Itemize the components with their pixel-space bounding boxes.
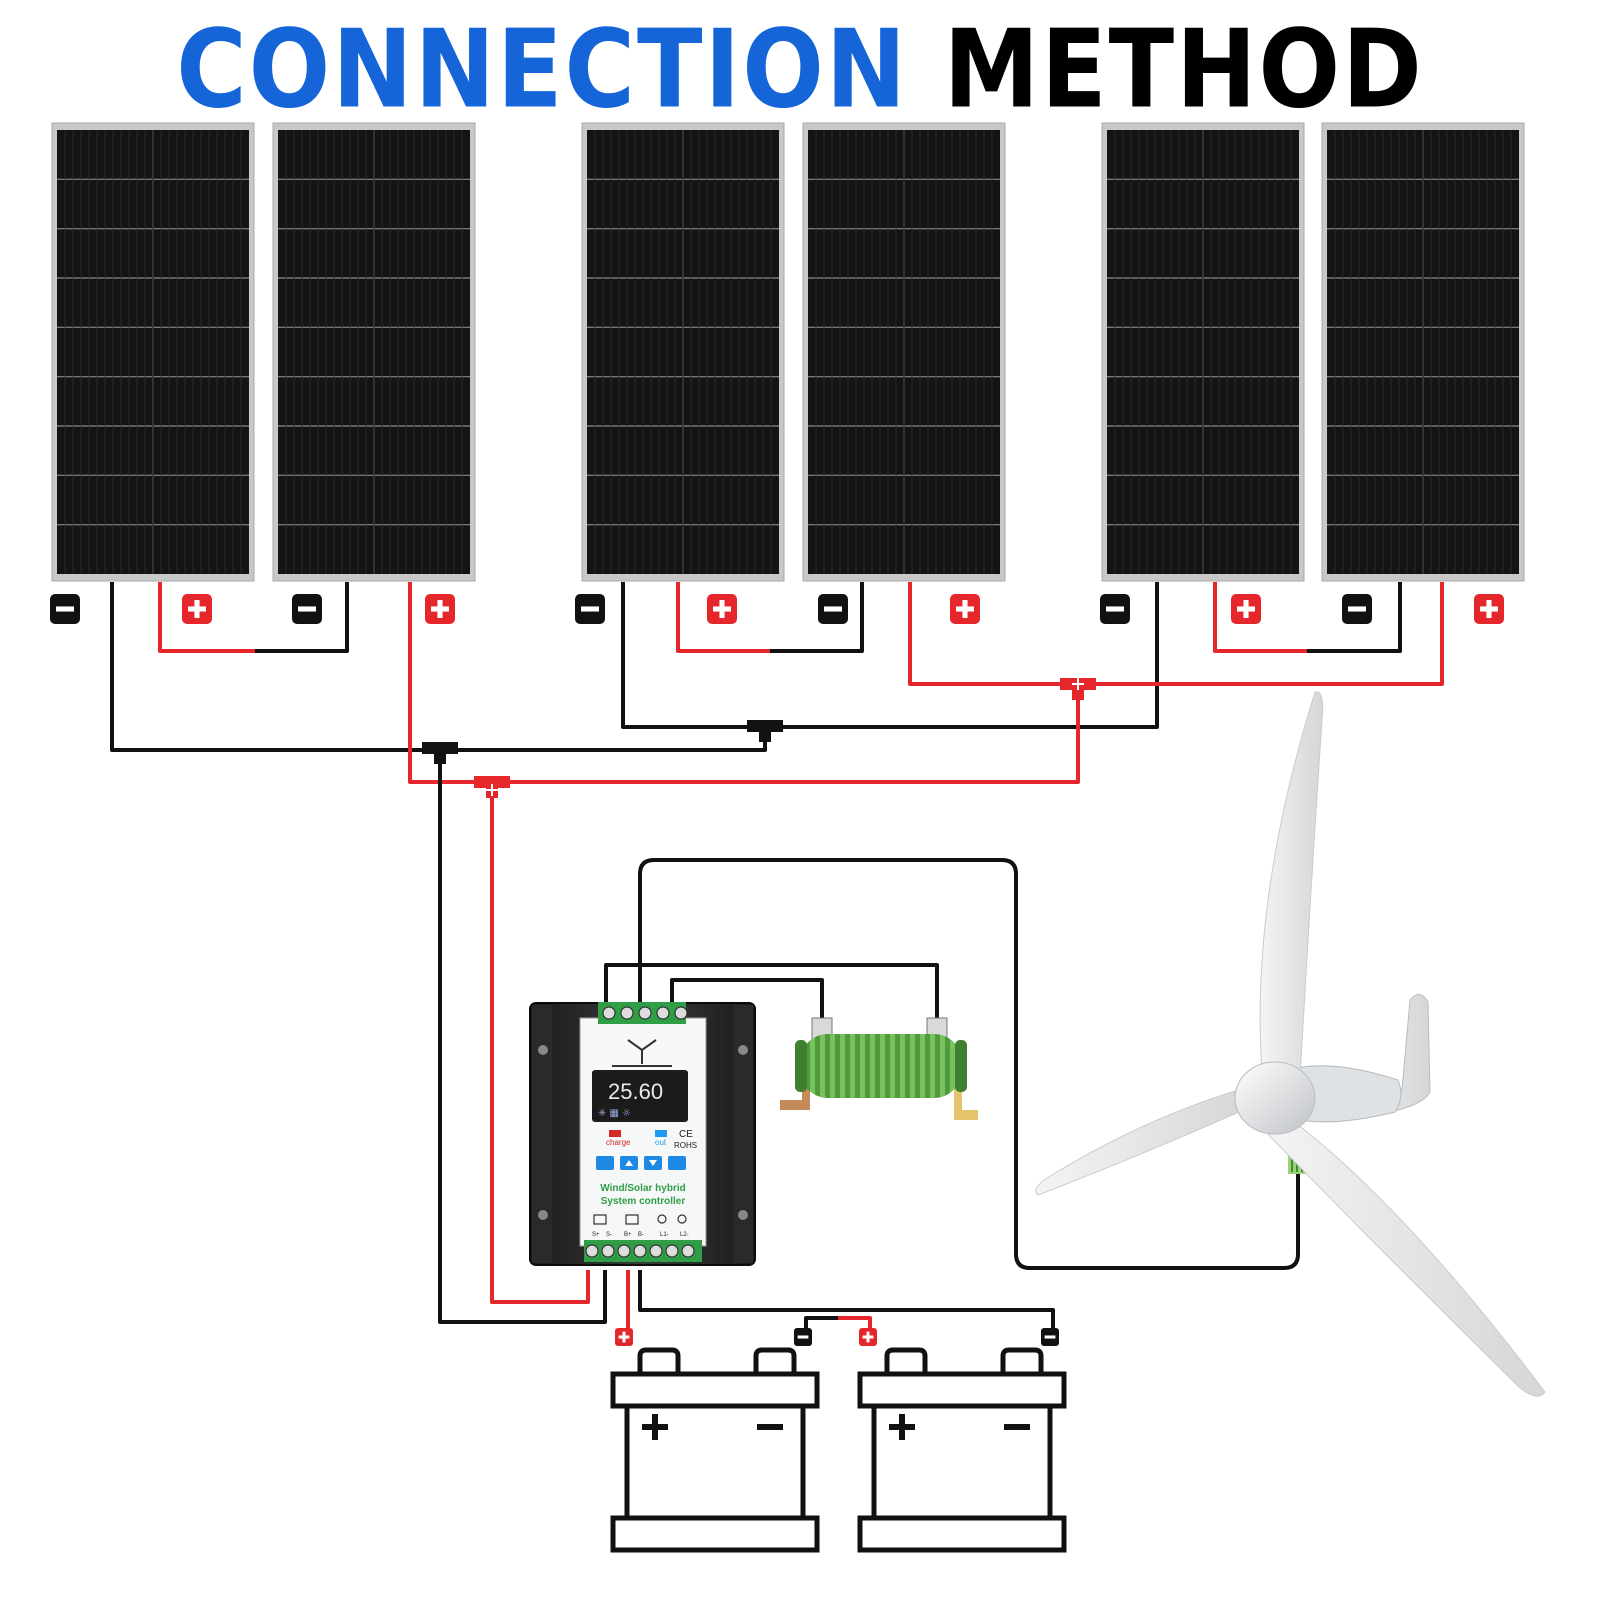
plus-badge-icon bbox=[859, 1328, 877, 1346]
controller-terminal-icons bbox=[593, 1214, 687, 1225]
t-branch-connector-icon bbox=[1060, 678, 1096, 700]
rohs-mark: ROHS bbox=[674, 1141, 697, 1150]
minus-badge-icon bbox=[292, 594, 322, 624]
wire-turbine-loop bbox=[638, 858, 1300, 1270]
wire-neg-pair1 bbox=[110, 582, 440, 752]
solar-panel-icon bbox=[272, 122, 476, 582]
indicator-out-label: out bbox=[655, 1138, 667, 1147]
wire-pair2-series-red bbox=[676, 582, 770, 653]
title-method: METHOD bbox=[943, 6, 1424, 133]
svg-text:✳ ▦ ☼: ✳ ▦ ☼ bbox=[598, 1108, 631, 1119]
wire-pair2-series-black bbox=[770, 582, 864, 653]
wire-neg-pair2 bbox=[621, 582, 1159, 729]
wire-pos-pair1 bbox=[408, 582, 1080, 784]
controller-terminal-label: S- bbox=[606, 1232, 612, 1238]
hybrid-controller: 25.60 ✳ ▦ ☼ charge out CE ROHS Wind/Sola… bbox=[529, 1002, 756, 1266]
controller-name-line2: System controller bbox=[601, 1196, 686, 1207]
controller-button-esc[interactable] bbox=[668, 1156, 686, 1170]
wire-turbine-phase bbox=[604, 963, 939, 1020]
wire-pair1-series-red bbox=[158, 582, 255, 653]
wire-pair3-series-red bbox=[1213, 582, 1307, 653]
minus-badge-icon bbox=[1342, 594, 1372, 624]
solar-panel-icon bbox=[1321, 122, 1525, 582]
controller-display-value: 25.60 bbox=[608, 1079, 663, 1104]
controller-terminal-label: S+ bbox=[592, 1232, 600, 1238]
wire-dumpload bbox=[670, 978, 824, 1020]
minus-badge-icon bbox=[1100, 594, 1130, 624]
solar-panel-icon bbox=[581, 122, 785, 582]
wire-controller-to-battery2-neg bbox=[638, 1270, 1055, 1336]
wire-pos-pair3 bbox=[908, 582, 1444, 686]
plus-badge-icon bbox=[1474, 594, 1504, 624]
minus-badge-icon bbox=[50, 594, 80, 624]
controller-buttons bbox=[596, 1156, 686, 1170]
controller-name-line1: Wind/Solar hybrid bbox=[600, 1183, 685, 1194]
plus-badge-icon bbox=[950, 594, 980, 624]
minus-badge-icon bbox=[818, 594, 848, 624]
solar-panel-icon bbox=[802, 122, 1006, 582]
plus-badge-icon bbox=[707, 594, 737, 624]
branch-connectors bbox=[422, 678, 1096, 798]
controller-button-enter[interactable] bbox=[596, 1156, 614, 1170]
wiring bbox=[110, 582, 1444, 1336]
wire-pair3-series-black bbox=[1307, 582, 1402, 653]
plus-badge-icon bbox=[1231, 594, 1261, 624]
battery-icon bbox=[857, 1347, 1067, 1553]
controller-terminal-label: B- bbox=[638, 1232, 644, 1238]
page-title: CONNECTION METHOD bbox=[0, 8, 1600, 131]
minus-badge-icon bbox=[794, 1328, 812, 1346]
controller-terminal-label: B+ bbox=[624, 1232, 632, 1238]
indicator-charge-label: charge bbox=[606, 1138, 631, 1147]
wire-pair1-series-black bbox=[255, 582, 349, 653]
wind-turbine-icon bbox=[1035, 691, 1546, 1397]
ce-mark: CE bbox=[679, 1129, 693, 1140]
controller-terminal-label: L2- bbox=[680, 1232, 689, 1238]
solar-panel-array bbox=[51, 122, 1525, 582]
dump-load-resistor-icon bbox=[780, 1017, 978, 1120]
battery-icon bbox=[610, 1347, 820, 1553]
t-branch-connector-icon bbox=[747, 720, 783, 742]
wind-turbine-symbol-icon bbox=[612, 1039, 672, 1067]
controller-terminal-labels: S+ S- B+ B- L1- L2- bbox=[592, 1232, 689, 1238]
t-branch-connector-icon bbox=[474, 776, 510, 798]
solar-panel-icon bbox=[1101, 122, 1305, 582]
wire-neg-pair1-to-branch2 bbox=[440, 727, 767, 752]
plus-badge-icon bbox=[615, 1328, 633, 1346]
controller-terminal-label: L1- bbox=[660, 1232, 669, 1238]
plus-badge-icon bbox=[182, 594, 212, 624]
wire-solar-pos-to-controller bbox=[490, 790, 590, 1304]
t-branch-connector-icon bbox=[422, 742, 458, 764]
plus-badge-icon bbox=[425, 594, 455, 624]
terminal-badges bbox=[50, 594, 1504, 1346]
minus-badge-icon bbox=[575, 594, 605, 624]
wire-solar-neg-to-controller bbox=[438, 760, 607, 1324]
solar-panel-icon bbox=[51, 122, 255, 582]
minus-badge-icon bbox=[1041, 1328, 1059, 1346]
title-connection: CONNECTION bbox=[176, 6, 909, 133]
